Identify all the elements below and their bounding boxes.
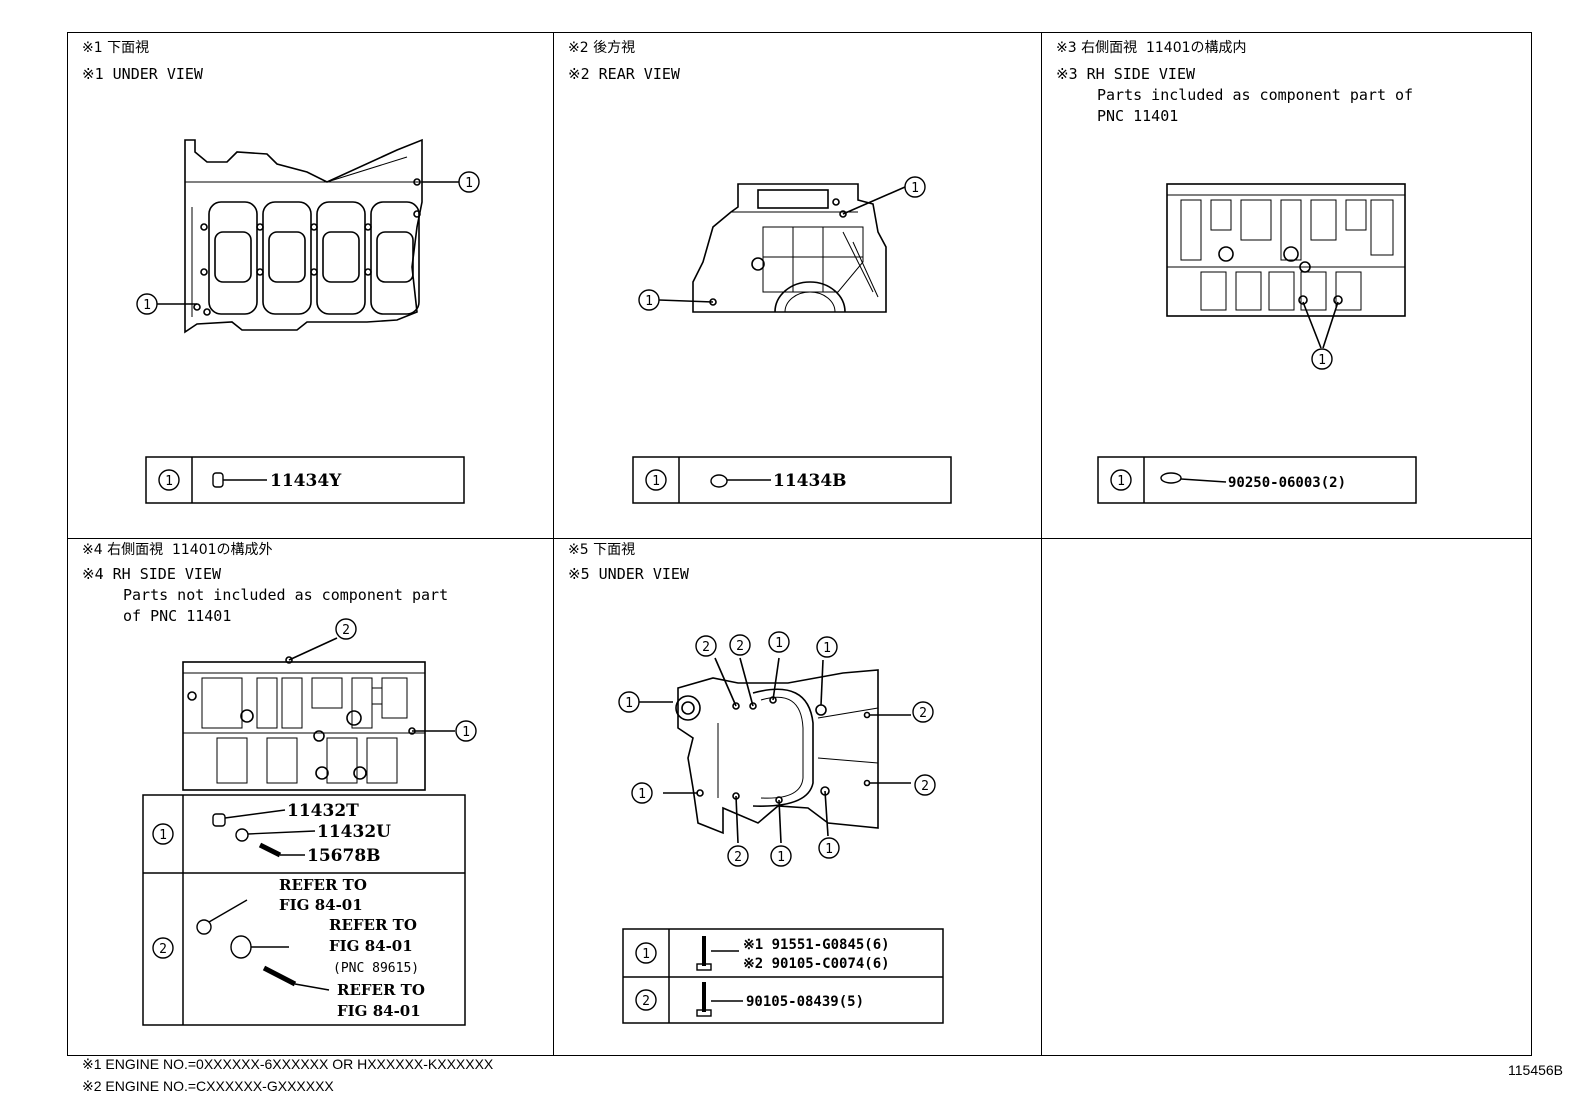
reference-text: FIG 84-01	[329, 937, 413, 955]
callout-number: 2	[734, 850, 742, 865]
callout-number: 2	[919, 706, 927, 721]
legend-index: 1	[652, 474, 660, 489]
cylinder-block-rh-side-drawing: 2 1 1 11432T 11432U 15678B 2	[142, 618, 477, 1026]
callout-number: 1	[645, 294, 653, 309]
reference-text: REFER TO	[329, 916, 417, 934]
reference-text: FIG 84-01	[337, 1002, 421, 1020]
panel-header-en: ※5 UNDER VIEW	[568, 565, 689, 583]
parts-legend-table: 1 11432T 11432U 15678B 2	[142, 794, 466, 1026]
gasket-icon	[235, 828, 249, 842]
diagram-grid	[67, 32, 1532, 1056]
callout-number: 1	[625, 696, 633, 711]
part-number: 11432U	[317, 822, 391, 842]
legend-index: 1	[642, 947, 650, 962]
panel-note-line1: Parts included as component part of	[1097, 86, 1414, 104]
panel-rh-side-view-included: ※3 右側面視 11401の構成内 ※3 RH SIDE VIEW Parts …	[1041, 32, 1532, 538]
callout-number: 2	[342, 623, 350, 638]
drain-plug-icon	[212, 813, 226, 827]
callout-number: 1	[823, 641, 831, 656]
part-number: 15678B	[307, 846, 381, 866]
panel-header-jp: ※3 右側面視 11401の構成内	[1056, 40, 1247, 56]
callout-number: 2	[921, 779, 929, 794]
legend-index: 1	[1117, 474, 1125, 489]
legend-index: 1	[165, 474, 173, 489]
callout-number: 1	[1318, 353, 1326, 368]
panel-empty	[1041, 538, 1532, 1056]
reference-text: (PNC 89615)	[333, 961, 419, 976]
panel-under-view-5: ※5 下面視 ※5 UNDER VIEW	[553, 538, 1041, 1056]
panel-header-en: ※2 REAR VIEW	[568, 65, 680, 83]
part-number: 90250-06003(2)	[1228, 475, 1346, 491]
panel-header-jp: ※4 右側面視 11401の構成外	[82, 542, 273, 558]
parts-legend-table: 1 ※1 91551-G0845(6) ※2 90105-C0074(6) 2 …	[622, 928, 944, 1024]
union-bolt-icon	[258, 842, 282, 858]
parts-legend-table: 1 90250-06003(2)	[1097, 456, 1417, 504]
callout-number: 1	[462, 725, 470, 740]
callout-number: 1	[775, 636, 783, 651]
panel-rear-view: ※2 後方視 ※2 REAR VIEW 1 1	[553, 32, 1041, 538]
callout-number: 2	[702, 640, 710, 655]
cylinder-block-under-view-drawing: 1 1 1 11434Y	[136, 138, 480, 504]
nut-icon	[196, 919, 212, 935]
grid-divider-v2	[1041, 32, 1042, 1056]
legend-index: 2	[159, 942, 167, 957]
panel-header-en: ※1 UNDER VIEW	[82, 65, 203, 83]
callout-number: 1	[143, 298, 151, 313]
part-number: 11434B	[773, 471, 847, 491]
panel-note-line1: Parts not included as component part	[123, 586, 449, 604]
panel-header-en: ※4 RH SIDE VIEW	[82, 565, 221, 583]
cylinder-block-rear-view-drawing: 1 1 1 11434B	[632, 176, 952, 504]
panel-header-jp: ※2 後方視	[568, 40, 636, 56]
panel-under-view-1: ※1 下面視 ※1 UNDER VIEW 1 1	[67, 32, 553, 538]
panel-header-jp: ※1 下面視	[82, 40, 150, 56]
panel-header-jp: ※5 下面視	[568, 542, 636, 558]
panel-header-en: ※3 RH SIDE VIEW	[1056, 65, 1195, 83]
grid-divider-h	[67, 538, 1532, 539]
sensor-stud-icon	[262, 965, 297, 987]
callout-number: 1	[465, 176, 473, 191]
callout-number: 2	[736, 639, 744, 654]
callout-number: 1	[638, 787, 646, 802]
callout-number: 1	[825, 842, 833, 857]
plug-icon	[1160, 472, 1182, 484]
part-number: 11434Y	[270, 471, 342, 491]
part-number: 90105-08439(5)	[746, 994, 864, 1010]
footer-note-2: ※2 ENGINE NO.=CXXXXXX-GXXXXXX	[82, 1078, 334, 1094]
legend-index: 2	[642, 994, 650, 1009]
panel-note-line2: PNC 11401	[1097, 107, 1179, 125]
dowel-pin-icon	[710, 474, 728, 488]
callout-number: 1	[777, 850, 785, 865]
part-number: 11432T	[287, 801, 359, 821]
grid-divider-v1	[553, 32, 554, 1056]
reference-text: REFER TO	[279, 876, 367, 894]
figure-id: 115456B	[1508, 1062, 1564, 1078]
bolt-icon	[696, 982, 712, 1017]
reference-text: REFER TO	[337, 981, 425, 999]
parts-legend-table: 1 11434Y	[145, 456, 465, 504]
bolt-icon	[696, 936, 712, 971]
parts-legend-table: 1 11434B	[632, 456, 952, 504]
panel-rh-side-view-not-included: ※4 右側面視 11401の構成外 ※4 RH SIDE VIEW Parts …	[67, 538, 553, 1056]
callout-number: 1	[911, 181, 919, 196]
part-number: ※2 90105-C0074(6)	[743, 956, 890, 972]
footer-note-1: ※1 ENGINE NO.=0XXXXXX-6XXXXXX OR HXXXXXX…	[82, 1056, 494, 1072]
part-number: ※1 91551-G0845(6)	[743, 937, 890, 953]
panel-note-line2: of PNC 11401	[123, 607, 232, 625]
crankcase-under-view-drawing: 1 2 2 1 1 2 2 1 2 1 1 1 ※1 91551-G0845(6…	[618, 631, 944, 1024]
legend-index: 1	[159, 828, 167, 843]
reference-text: FIG 84-01	[279, 896, 363, 914]
cylinder-block-rh-side-drawing: 1 1 90250-06003(2)	[1097, 183, 1417, 504]
